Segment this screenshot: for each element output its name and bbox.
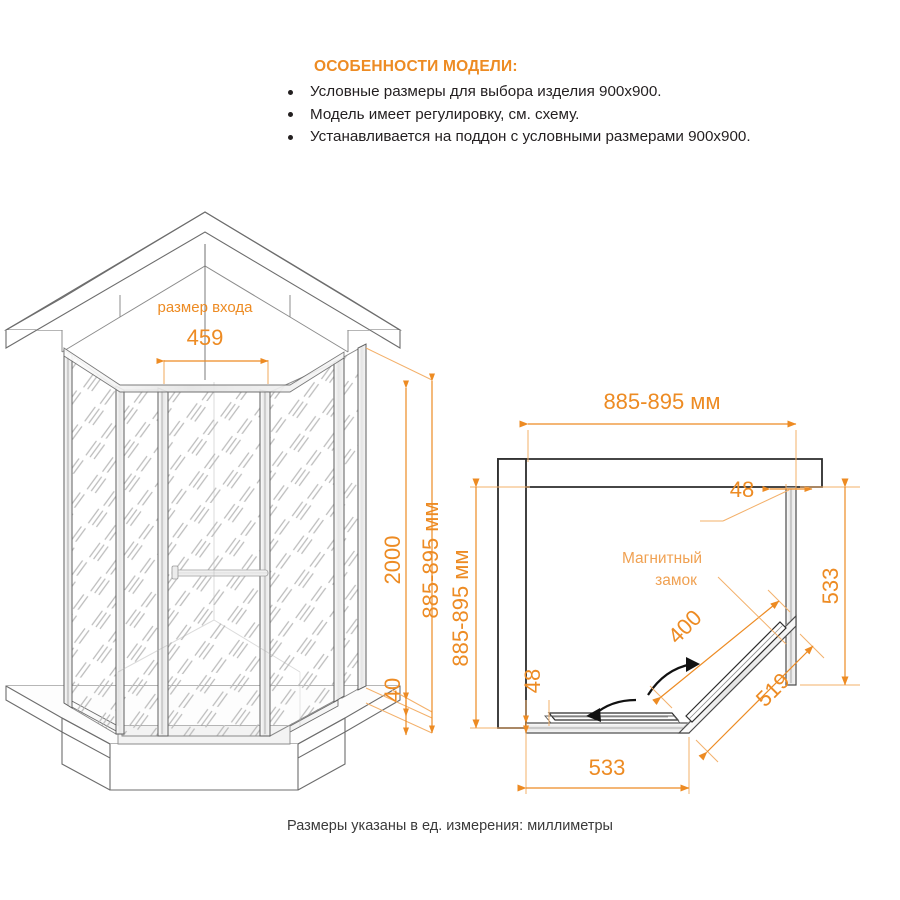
plan-right-panel-dim: 533 xyxy=(818,568,843,605)
iso-top-rail xyxy=(63,347,345,393)
iso-cabin-view xyxy=(3,211,402,791)
magnetic-lock-label-line1: Магнитный xyxy=(622,550,702,567)
plan-profile-top: 48 xyxy=(730,477,754,502)
iso-height-value: 2000 xyxy=(380,536,405,585)
plan-opening-dim: 400 xyxy=(663,605,707,649)
feature-text: Модель имеет регулировку, см. схему. xyxy=(310,105,580,123)
units-caption: Размеры указаны в ед. измерения: миллиме… xyxy=(287,818,613,834)
iso-base-value: 40 xyxy=(380,678,405,702)
entry-value: 459 xyxy=(187,325,224,350)
plan-top-width: 885-895 мм xyxy=(603,389,720,414)
plan-walls xyxy=(497,458,823,729)
iso-right-glass-panel xyxy=(341,347,361,699)
bullet-icon xyxy=(288,89,293,95)
iso-top-frame xyxy=(3,211,402,353)
iso-entry-dimension: размер входа 459 xyxy=(156,299,269,384)
iso-right-diagonal-glass xyxy=(269,361,337,737)
feature-text: Условные размеры для выбора изделия 900x… xyxy=(310,83,662,100)
plan-right-panel xyxy=(785,486,797,686)
iso-left-diagonal-glass xyxy=(121,389,159,737)
list-item: Устанавливается на поддон с условными ра… xyxy=(270,126,870,149)
iso-left-glass-panel xyxy=(63,349,117,735)
bullet-icon xyxy=(288,134,293,140)
features-title: ОСОБЕННОСТИ МОДЕЛИ: xyxy=(314,58,518,75)
list-item: Модель имеет регулировку, см. схему. xyxy=(270,104,870,127)
features-block: ОСОБЕННОСТИ МОДЕЛИ: Условные размеры для… xyxy=(270,58,870,149)
plan-swing-arrows xyxy=(586,657,700,722)
iso-interior-lines xyxy=(117,382,301,726)
features-list: Условные размеры для выбора изделия 900x… xyxy=(270,81,870,149)
plan-profile-left: 48 xyxy=(520,669,545,693)
iso-vertical-profiles xyxy=(115,343,367,737)
plan-bottom-panel xyxy=(525,722,690,734)
plan-view: 885-895 мм 885-895 мм 48 48 xyxy=(448,389,860,794)
list-item: Условные размеры для выбора изделия 900x… xyxy=(270,81,870,104)
magnetic-lock-label-line2: замок xyxy=(655,572,697,589)
plan-side-height: 885-895 мм xyxy=(448,549,473,666)
entry-label: размер входа xyxy=(158,299,254,316)
iso-door-handle xyxy=(171,565,269,580)
iso-width-label: 885-895 мм xyxy=(418,501,443,618)
iso-height-dimensions: 2000 40 885-895 мм xyxy=(365,347,443,736)
bullet-icon xyxy=(288,112,293,117)
plan-bottom-door-leaf xyxy=(544,712,681,724)
plan-bottom-panel-dim: 533 xyxy=(589,755,626,780)
feature-text: Устанавливается на поддон с условными ра… xyxy=(310,128,751,145)
